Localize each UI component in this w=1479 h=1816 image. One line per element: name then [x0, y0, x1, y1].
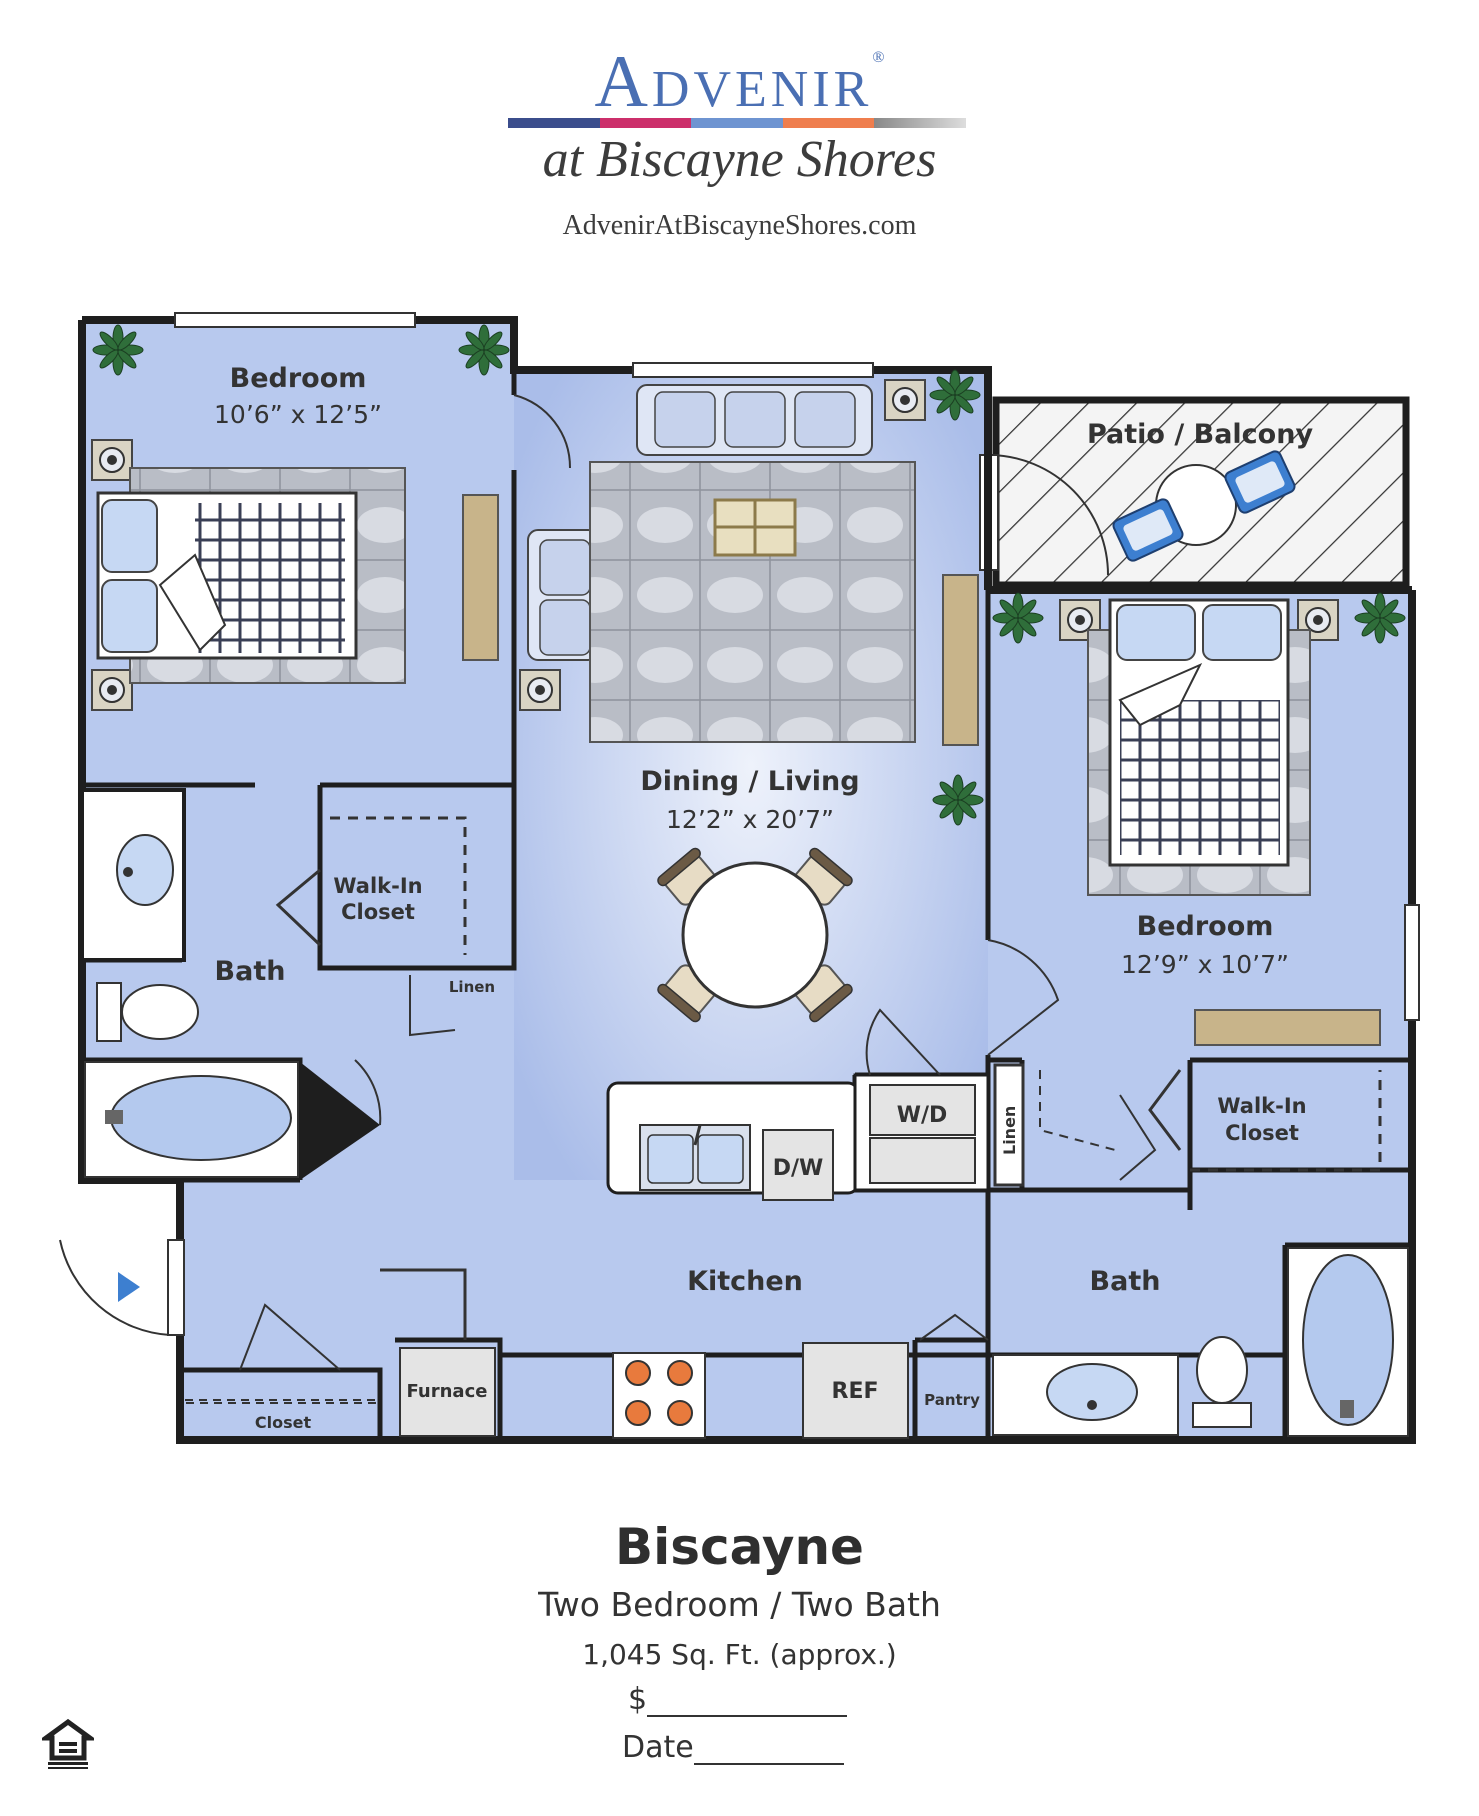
furnace-label: Furnace [407, 1381, 488, 1402]
registered-mark: ® [872, 49, 885, 66]
color-bar-segment [599, 118, 692, 128]
bedroom-2-dims: 12’9” x 10’7” [1121, 950, 1289, 979]
rug-icon [589, 461, 916, 743]
dishwasher-icon: D/W [762, 1129, 834, 1201]
washer-dryer-icon: W/D [853, 1008, 990, 1192]
bathtub-icon [1287, 1247, 1409, 1437]
tv-console-icon [942, 574, 979, 746]
dresser-icon [1194, 1009, 1381, 1046]
plant-icon [932, 774, 984, 826]
entry-arrow-icon [118, 1272, 140, 1302]
date-blank[interactable] [693, 1733, 844, 1765]
bedroom-1-name: Bedroom [230, 363, 367, 394]
date-label: Date [622, 1730, 694, 1765]
bedroom-2-name: Bedroom [1137, 911, 1274, 942]
refrigerator-icon: REF [802, 1342, 909, 1439]
bedroom-2: Bedroom 12’9” x 10’7” [987, 592, 1406, 1056]
brand-name-text: Advenir [594, 41, 873, 123]
plant-icon [929, 369, 981, 421]
lamp-icon [884, 379, 926, 421]
date-field[interactable]: Date [622, 1730, 844, 1765]
kitchen: D/W W/D Furnace REF Kitchen Clos [184, 1008, 990, 1439]
patio-balcony [979, 396, 1410, 589]
brand-name: Advenir® [0, 40, 1479, 125]
color-bar-segment [691, 118, 783, 128]
unit-type: Two Bedroom / Two Bath [538, 1585, 941, 1624]
dining-living-name: Dining / Living [640, 766, 859, 797]
price-blank[interactable] [647, 1685, 848, 1717]
pantry-label: Pantry [924, 1391, 980, 1409]
brand-subtitle: at Biscayne Shores [542, 131, 937, 188]
brand-url[interactable]: AdvenirAtBiscayneShores.com [562, 210, 917, 241]
patio-name: Patio / Balcony [1087, 419, 1313, 450]
price-field[interactable]: $ [628, 1682, 848, 1717]
lamp-icon [91, 669, 133, 711]
color-bar-segment [508, 118, 600, 128]
dining-table-icon [654, 845, 856, 1025]
unit-area: 1,045 Sq. Ft. (approx.) [582, 1638, 897, 1671]
bath-2-name: Bath [1090, 1266, 1161, 1297]
furnace-icon: Furnace [399, 1347, 496, 1437]
linen-1-label: Linen [449, 978, 495, 996]
color-bar-segment [782, 118, 875, 128]
bedroom-1-dims: 10’6” x 12’5” [214, 400, 382, 429]
bed-icon [1087, 598, 1311, 896]
door-swing [513, 394, 572, 469]
bath-1-name: Bath [215, 956, 286, 987]
sink-icon [639, 1124, 751, 1191]
bed-icon [96, 467, 406, 684]
windows [174, 312, 1420, 1021]
color-bar-segment [874, 118, 966, 128]
sink-icon [116, 834, 174, 906]
walkin-closet-1-line1: Walk-In [333, 874, 422, 898]
walkin-closet-2-line2: Closet [1225, 1121, 1299, 1145]
entry-door[interactable] [59, 1239, 185, 1336]
kitchen-name: Kitchen [687, 1266, 803, 1297]
plan-name: Biscayne [615, 1518, 864, 1576]
toilet-icon [96, 982, 199, 1042]
washer-dryer-label: W/D [897, 1103, 948, 1128]
plant-icon [992, 592, 1044, 644]
dresser-icon [462, 494, 499, 661]
price-prefix: $ [628, 1682, 648, 1717]
bath-2: Bath [992, 1247, 1409, 1437]
toilet-icon [1192, 1336, 1252, 1428]
door-swing [987, 939, 1060, 1056]
brand-color-bar [508, 118, 966, 128]
equal-housing-opportunity-icon [42, 1718, 94, 1769]
plant-icon [92, 324, 144, 376]
closet-label: Closet [255, 1413, 312, 1432]
walkin-closet-1: Walk-In Closet Linen [275, 816, 495, 1037]
patio-chair-icon [1224, 450, 1296, 514]
lamp-icon [519, 669, 561, 711]
refrigerator-label: REF [832, 1379, 879, 1404]
walkin-closet-1-line2: Closet [341, 900, 415, 924]
patio-chair-icon [1112, 498, 1184, 562]
stove-icon [612, 1352, 706, 1439]
walkin-closet-2: Linen Walk-In Closet [993, 1063, 1382, 1187]
bedroom-1: Bedroom 10’6” x 12’5” [91, 324, 572, 711]
dining-living: Dining / Living 12’2” x 20’7” Patio / Ba… [519, 369, 1313, 1025]
bathtub-icon [84, 1061, 299, 1178]
dining-living-dims: 12’2” x 20’7” [666, 805, 834, 834]
walkin-closet-2-line1: Walk-In [1217, 1094, 1306, 1118]
linen-2-label: Linen [1000, 1106, 1019, 1155]
sofa-icon [636, 384, 873, 456]
plant-icon [458, 324, 510, 376]
armchair-icon [527, 529, 599, 661]
dishwasher-label: D/W [773, 1156, 824, 1181]
plant-icon [1354, 592, 1406, 644]
lamp-icon [91, 439, 133, 481]
interior-walls [82, 320, 1412, 1440]
sink-icon [1046, 1363, 1138, 1421]
bath-1: Bath [80, 788, 382, 1180]
